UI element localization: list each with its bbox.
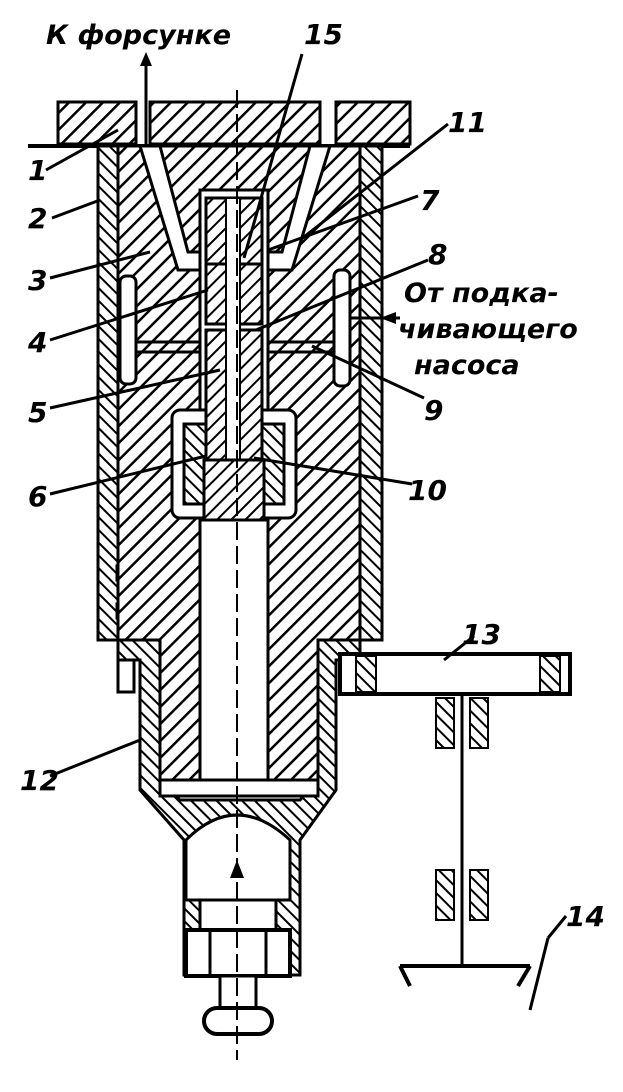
head-plate — [28, 100, 412, 148]
callout-10: 10 — [408, 474, 447, 507]
callout-1: 1 — [28, 154, 47, 187]
callout-15: 15 — [304, 18, 343, 51]
caption-from-pump-1: От подка- — [404, 278, 559, 309]
caption-from-pump-3: насоса — [414, 350, 520, 381]
plunger — [198, 196, 270, 782]
callout-4: 4 — [27, 326, 47, 359]
callout-14: 14 — [566, 900, 605, 933]
callout-11: 11 — [448, 106, 487, 139]
tappet-guide — [116, 638, 362, 1036]
callout-9: 9 — [424, 394, 443, 427]
callout-7: 7 — [420, 184, 440, 217]
callout-2: 2 — [28, 202, 47, 235]
callout-12: 12 — [20, 764, 59, 797]
callout-3: 3 — [28, 264, 47, 297]
callout-8: 8 — [428, 238, 447, 271]
caption-from-pump-2: чивающего — [398, 314, 578, 345]
flow-arrows — [140, 52, 396, 1060]
control-rack — [338, 652, 572, 1011]
callout-13: 13 — [462, 618, 501, 651]
leader-lines — [45, 53, 568, 939]
callout-6: 6 — [28, 480, 47, 513]
callout-5: 5 — [28, 396, 47, 429]
caption-to-injector: К форсунке — [46, 20, 231, 51]
